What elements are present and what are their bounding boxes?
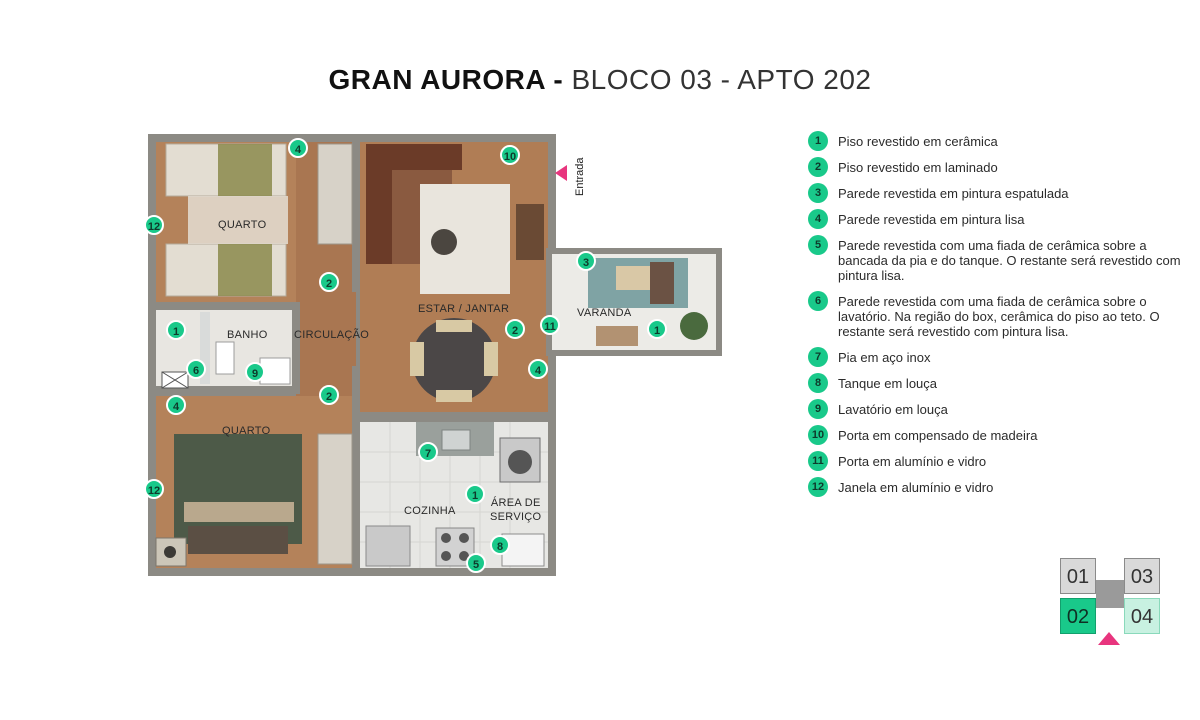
marker: 4 (528, 359, 548, 379)
legend-number: 11 (808, 451, 828, 471)
legend-text: Porta em compensado de madeira (838, 428, 1038, 443)
marker: 1 (647, 319, 667, 339)
legend-item: 10 Porta em compensado de madeira (808, 425, 1188, 445)
room-label-banho: BANHO (227, 329, 268, 341)
legend-text: Pia em aço inox (838, 350, 931, 365)
legend-number: 12 (808, 477, 828, 497)
varanda-table (596, 326, 638, 346)
marker: 2 (505, 319, 525, 339)
marker: 1 (465, 484, 485, 504)
legend-item: 1 Piso revestido em cerâmica (808, 131, 1188, 151)
legend-number: 4 (808, 209, 828, 229)
legend-item: 9 Lavatório em louça (808, 399, 1188, 419)
legend-text: Parede revestida em pintura espatulada (838, 186, 1069, 201)
legend-number: 8 (808, 373, 828, 393)
marker: 11 (540, 315, 560, 335)
toilet (215, 341, 235, 375)
floor-plan: QUARTO BANHO CIRCULAÇÃO ESTAR / JANTAR Q… (148, 134, 556, 576)
building-core (1096, 580, 1124, 608)
plant (680, 312, 708, 340)
marker: 7 (418, 442, 438, 462)
area-line-2: SERVIÇO (490, 511, 542, 523)
marker: 4 (288, 138, 308, 158)
marker: 8 (490, 535, 510, 555)
legend-text: Parede revestida em pintura lisa (838, 212, 1025, 227)
legend-text: Lavatório em louça (838, 402, 948, 417)
legend-item: 2 Piso revestido em laminado (808, 157, 1188, 177)
legend-item: 12 Janela em alumínio e vidro (808, 477, 1188, 497)
entrada-arrow-icon (555, 165, 567, 181)
room-label-area-servico: ÁREA DE SERVIÇO (490, 496, 541, 524)
marker: 10 (500, 145, 520, 165)
legend-text: Janela em alumínio e vidro (838, 480, 994, 495)
tanque (501, 533, 545, 567)
room-label-quarto-bottom: QUARTO (222, 425, 271, 437)
legend-number: 3 (808, 183, 828, 203)
room-label-cozinha: COZINHA (404, 505, 456, 517)
legend-text: Tanque em louça (838, 376, 938, 391)
legend-item: 7 Pia em aço inox (808, 347, 1188, 367)
wardrobe-bottom (317, 433, 353, 565)
marker: 12 (144, 215, 164, 235)
unit-02-highlighted: 02 (1060, 598, 1096, 634)
legend-text: Parede revestida com uma fiada de cerâmi… (838, 294, 1160, 339)
legend-text: Porta em alumínio e vidro (838, 454, 987, 469)
legend-text: Parede revestida com uma fiada de cerâmi… (838, 238, 1181, 283)
legend-number: 7 (808, 347, 828, 367)
legend-text: Piso revestido em cerâmica (838, 134, 998, 149)
marker: 4 (166, 395, 186, 415)
bed-double (174, 434, 302, 544)
unit-01: 01 (1060, 558, 1096, 594)
room-label-varanda: VARANDA (577, 307, 632, 319)
legend-number: 10 (808, 425, 828, 445)
legend-item: 8 Tanque em louça (808, 373, 1188, 393)
unit-03: 03 (1124, 558, 1160, 594)
marker: 5 (466, 553, 486, 573)
marker: 2 (319, 272, 339, 292)
marker: 1 (166, 320, 186, 340)
room-label-quarto-top: QUARTO (218, 219, 267, 231)
unit-key-map: 01 03 02 04 (1060, 558, 1160, 648)
title-unit: BLOCO 03 - APTO 202 (571, 64, 872, 95)
legend-number: 9 (808, 399, 828, 419)
legend-item: 4 Parede revestida em pintura lisa (808, 209, 1188, 229)
entrance-arrow-icon (1098, 632, 1120, 645)
shower-glass (200, 312, 210, 384)
marker: 2 (319, 385, 339, 405)
legend-item: 6 Parede revestida com uma fiada de cerâm… (808, 291, 1188, 339)
coffee-table (431, 229, 457, 255)
marker: 6 (186, 359, 206, 379)
room-label-estar: ESTAR / JANTAR (418, 303, 510, 315)
wardrobe-top (317, 143, 353, 245)
marker: 3 (576, 251, 596, 271)
legend-item: 11 Porta em alumínio e vidro (808, 451, 1188, 471)
legend-number: 6 (808, 291, 828, 311)
dining-table (412, 318, 496, 402)
marker: 12 (144, 479, 164, 499)
varanda-drawing (546, 248, 722, 356)
fridge (365, 525, 411, 567)
legend-number: 5 (808, 235, 828, 255)
marker: 9 (245, 362, 265, 382)
entrada-label: Entrada (574, 157, 586, 196)
page-title: GRAN AURORA - BLOCO 03 - APTO 202 (0, 64, 1200, 96)
legend-item: 5 Parede revestida com uma fiada de cerâm… (808, 235, 1188, 283)
floor-plan-drawing (148, 134, 556, 576)
title-project: GRAN AURORA - (328, 64, 564, 95)
legend: 1 Piso revestido em cerâmica 2 Piso revest… (808, 131, 1188, 506)
side-unit (516, 204, 544, 260)
legend-item: 3 Parede revestida em pintura espatulada (808, 183, 1188, 203)
unit-04: 04 (1124, 598, 1160, 634)
legend-number: 2 (808, 157, 828, 177)
legend-text: Piso revestido em laminado (838, 160, 998, 175)
legend-number: 1 (808, 131, 828, 151)
area-line-1: ÁREA DE (490, 497, 541, 509)
room-label-circulacao: CIRCULAÇÃO (294, 329, 370, 341)
